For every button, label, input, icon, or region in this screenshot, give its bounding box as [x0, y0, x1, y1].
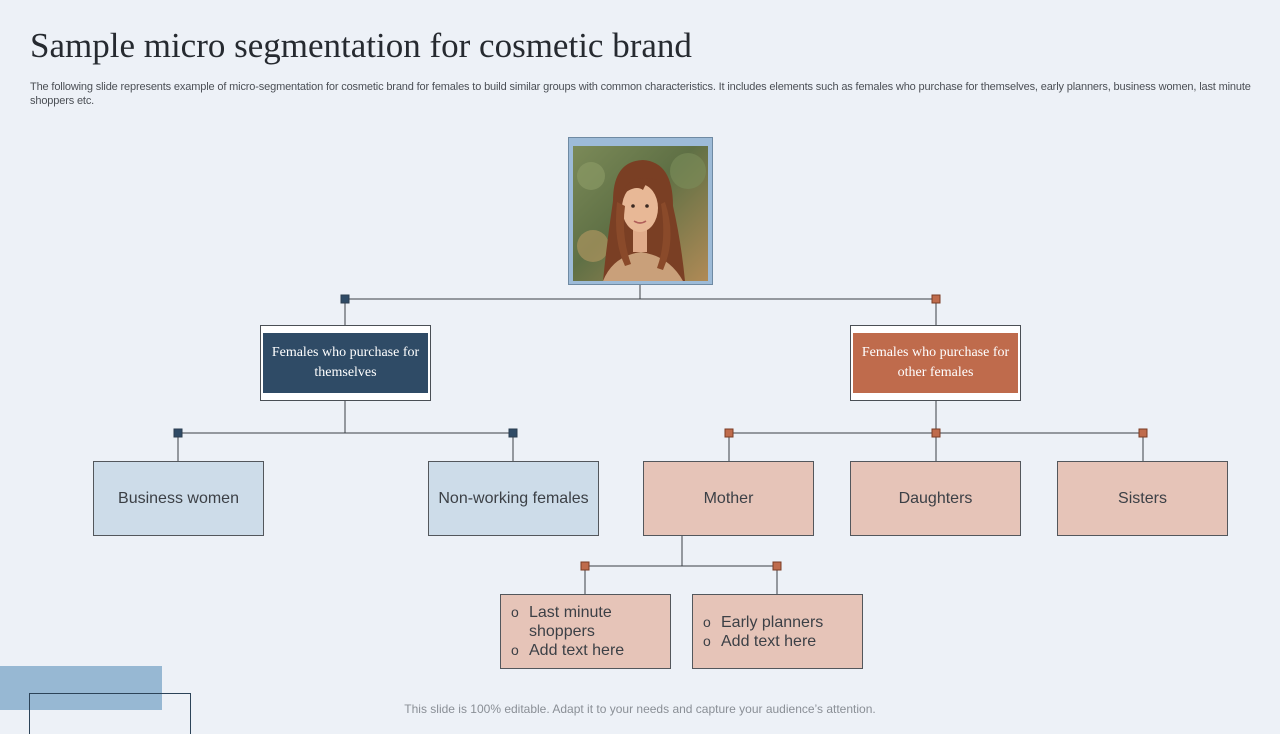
- segment-mother: Mother: [643, 461, 814, 536]
- bullet-list: Early planners Add text here: [693, 613, 831, 651]
- corner-decoration-fill: [0, 666, 162, 710]
- connector-dot: [173, 428, 183, 438]
- connector-dot: [724, 428, 734, 438]
- category-self-purchase: Females who purchase for themselves: [260, 325, 431, 401]
- category-self-purchase-label: Females who purchase for themselves: [263, 333, 428, 393]
- mother-subsegment-early-planners: Early planners Add text here: [692, 594, 863, 669]
- slide-subtitle: The following slide represents example o…: [30, 81, 1251, 107]
- connector-dot: [931, 428, 941, 438]
- woman-portrait-image: [573, 146, 708, 281]
- connector-dot: [931, 294, 941, 304]
- bullet-item: Add text here: [511, 641, 662, 660]
- segment-sisters: Sisters: [1057, 461, 1228, 536]
- bullet-item: Add text here: [703, 632, 823, 651]
- mother-subsegment-last-minute: Last minute shoppers Add text here: [500, 594, 671, 669]
- connector-dot: [580, 561, 590, 571]
- bullet-item: Last minute shoppers: [511, 603, 662, 641]
- category-other-purchase: Females who purchase for other females: [850, 325, 1021, 401]
- root-photo-node: [568, 137, 713, 285]
- slide-footer: This slide is 100% editable. Adapt it to…: [404, 702, 876, 716]
- slide-title: Sample micro segmentation for cosmetic b…: [30, 26, 692, 65]
- bullet-item: Early planners: [703, 613, 823, 632]
- corner-decoration-outline: [29, 693, 191, 734]
- segment-business-women: Business women: [93, 461, 264, 536]
- connector-dot: [1138, 428, 1148, 438]
- connector-dot: [508, 428, 518, 438]
- connector-dot: [772, 561, 782, 571]
- connector-dot: [340, 294, 350, 304]
- bullet-list: Last minute shoppers Add text here: [501, 603, 670, 660]
- segment-daughters: Daughters: [850, 461, 1021, 536]
- category-other-purchase-label: Females who purchase for other females: [853, 333, 1018, 393]
- segment-non-working-females: Non-working females: [428, 461, 599, 536]
